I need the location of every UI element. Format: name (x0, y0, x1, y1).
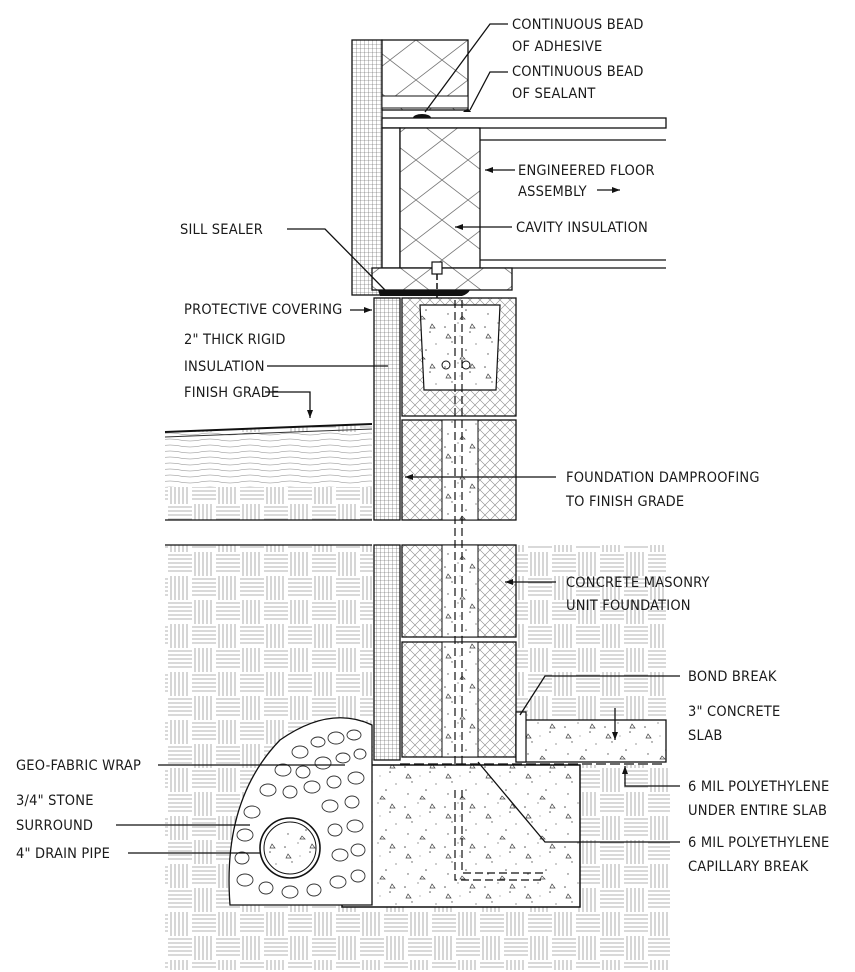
labels: CONTINUOUS BEAD OF ADHESIVE CONTINUOUS B… (16, 17, 829, 875)
footing-rebar-2 (461, 790, 545, 874)
sealant-bead (463, 109, 471, 112)
leader-lines (116, 23, 680, 854)
wall-sheathing (351, 39, 383, 296)
label-cap-2: CAPILLARY BREAK (688, 859, 809, 875)
soil-upper (165, 425, 372, 520)
label-geo: GEO-FABRIC WRAP (16, 758, 141, 774)
label-grade: FINISH GRADE (184, 385, 279, 401)
rigid-insulation-upper (373, 297, 401, 521)
label-adhesive-2: OF ADHESIVE (512, 39, 602, 55)
label-cavity: CAVITY INSULATION (516, 220, 648, 236)
concrete-slab (515, 719, 667, 763)
cmu-wall (401, 297, 517, 790)
rigid-insulation-lower (373, 544, 401, 761)
concrete-footing (341, 764, 581, 908)
label-bond: BOND BREAK (688, 669, 777, 685)
label-damp-1: FOUNDATION DAMPROOFING (566, 470, 760, 486)
arrowheads (307, 167, 628, 774)
label-stone-2: SURROUND (16, 818, 93, 834)
subfloor (381, 117, 667, 129)
label-floor-1: ENGINEERED FLOOR (518, 163, 655, 179)
label-slab-1: 3" CONCRETE (688, 704, 780, 720)
drain-pipe-inner (263, 821, 317, 875)
stone-aggregate (234, 729, 367, 899)
label-rigid-1: 2" THICK RIGID (184, 332, 286, 348)
floor-cavity-insulation (399, 127, 481, 269)
finish-grade-line-2 (164, 428, 373, 438)
label-rigid-2: INSULATION (184, 359, 265, 375)
wall-plate (381, 95, 469, 109)
label-cmu-1: CONCRETE MASONRY (566, 575, 710, 591)
label-drain: 4" DRAIN PIPE (16, 846, 110, 862)
label-poly-1: 6 MIL POLYETHYLENE (688, 779, 829, 795)
label-cap-1: 6 MIL POLYETHYLENE (688, 835, 829, 851)
sill-sealer (378, 290, 470, 296)
anchor-nut (431, 261, 443, 275)
label-poly-2: UNDER ENTIRE SLAB (688, 803, 827, 819)
label-protective: PROTECTIVE COVERING (184, 302, 343, 318)
label-sealant-2: OF SEALANT (512, 86, 596, 102)
label-floor-2: ASSEMBLY (518, 184, 587, 200)
bond-break-strip (515, 711, 527, 763)
label-cmu-2: UNIT FOUNDATION (566, 598, 691, 614)
label-adhesive-1: CONTINUOUS BEAD (512, 17, 644, 33)
label-damp-2: TO FINISH GRADE (565, 494, 684, 510)
rim-joist (381, 127, 401, 269)
label-sill: SILL SEALER (180, 222, 263, 238)
label-stone-1: 3/4" STONE (16, 793, 94, 809)
footing-rebar (454, 790, 545, 881)
label-sealant-1: CONTINUOUS BEAD (512, 64, 644, 80)
finish-grade-line (164, 423, 373, 433)
label-slab-2: SLAB (688, 728, 723, 744)
